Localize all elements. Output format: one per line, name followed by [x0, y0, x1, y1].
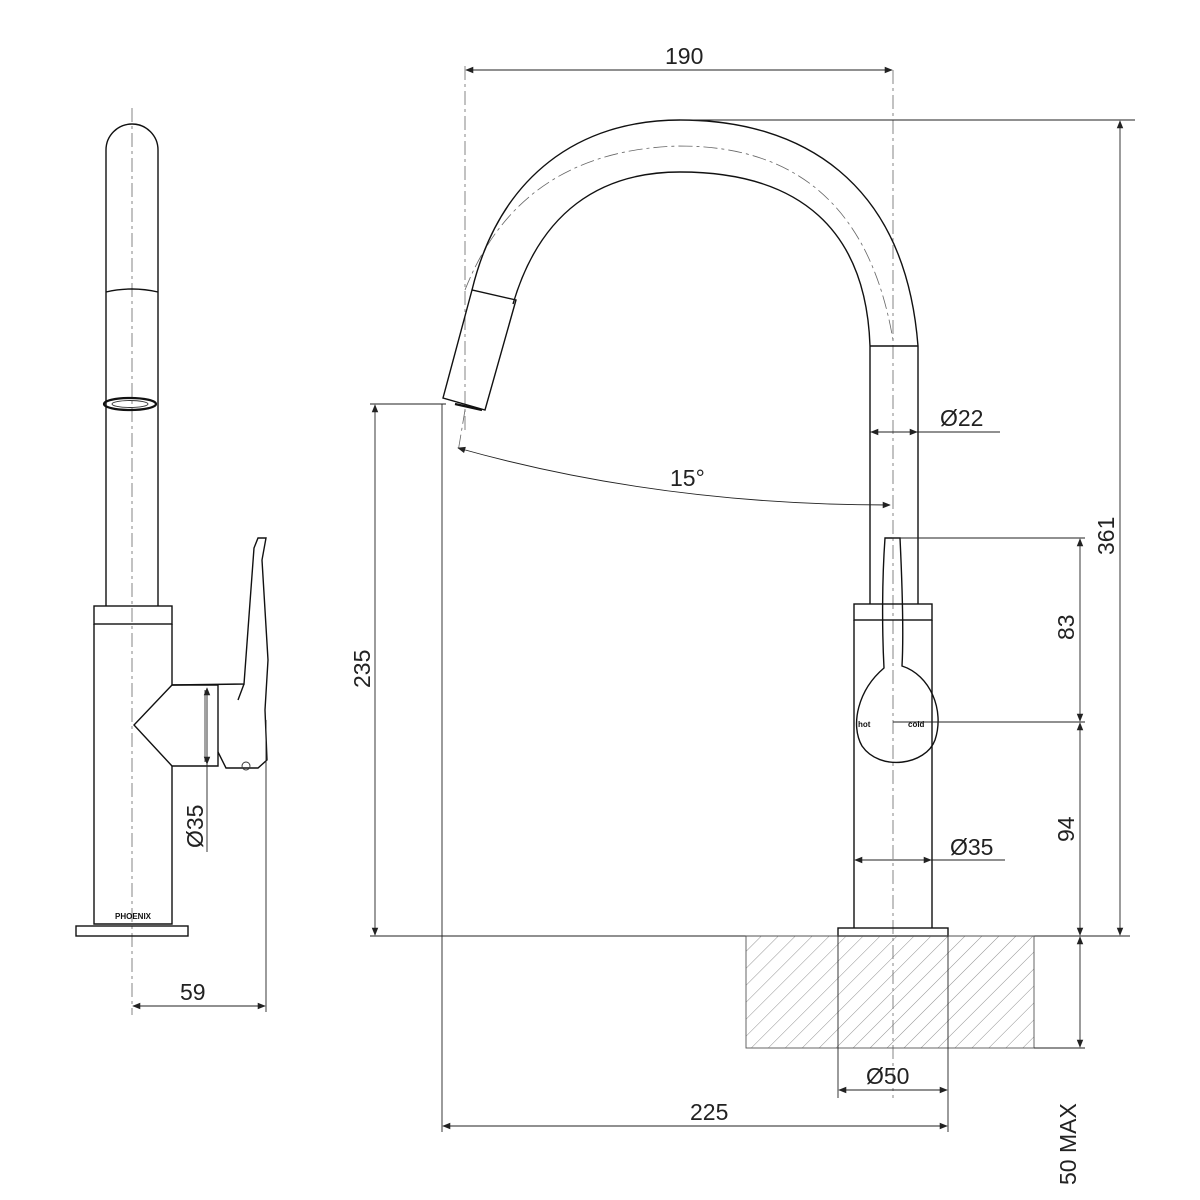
- side-view: PHOENIX Ø35 59: [75, 108, 269, 1015]
- side-spout-tube: [105, 123, 159, 606]
- mixer-handle[interactable]: [855, 537, 939, 764]
- brand-label: PHOENIX: [115, 912, 152, 921]
- side-depth-label: 59: [180, 979, 206, 1005]
- handle-hot-label: hot: [858, 720, 871, 729]
- front-view: hot cold 190 361 Ø22 15° 235 83: [349, 43, 1135, 1185]
- dim-overall-reach-label: 225: [690, 1099, 728, 1125]
- dim-spout-angle-label: 15°: [670, 465, 705, 491]
- dim-base-diameter-label: Ø50: [866, 1063, 909, 1089]
- front-collar: [853, 603, 933, 621]
- side-body-diameter-label: Ø35: [182, 805, 208, 848]
- bench-section-hatch: [745, 935, 1035, 1049]
- spray-head: [442, 289, 517, 411]
- handle-cold-label: cold: [908, 720, 925, 729]
- dim-handle-height-label: 83: [1053, 614, 1079, 640]
- spout-inner-arc: [512, 171, 871, 347]
- dim-total-height-label: 361: [1093, 517, 1119, 555]
- spout-outer-arc: [471, 119, 919, 347]
- side-collar: [93, 605, 173, 625]
- dim-spout-reach-label: 190: [665, 43, 703, 69]
- side-spout-joint: [105, 288, 159, 293]
- side-body: [93, 624, 173, 925]
- side-handle: [171, 537, 269, 769]
- dim-bench-thickness-label: 50 MAX: [1055, 1103, 1081, 1185]
- dim-body-height-label: 94: [1053, 816, 1079, 842]
- side-base-plate: [75, 925, 189, 937]
- dim-outlet-height-label: 235: [349, 650, 375, 688]
- spout-centerline: [464, 145, 894, 341]
- dim-spout-diameter-label: Ø22: [940, 405, 983, 431]
- dim-body-diameter-label: Ø35: [950, 834, 993, 860]
- side-cartridge: [133, 684, 219, 767]
- side-aerator: [102, 396, 158, 412]
